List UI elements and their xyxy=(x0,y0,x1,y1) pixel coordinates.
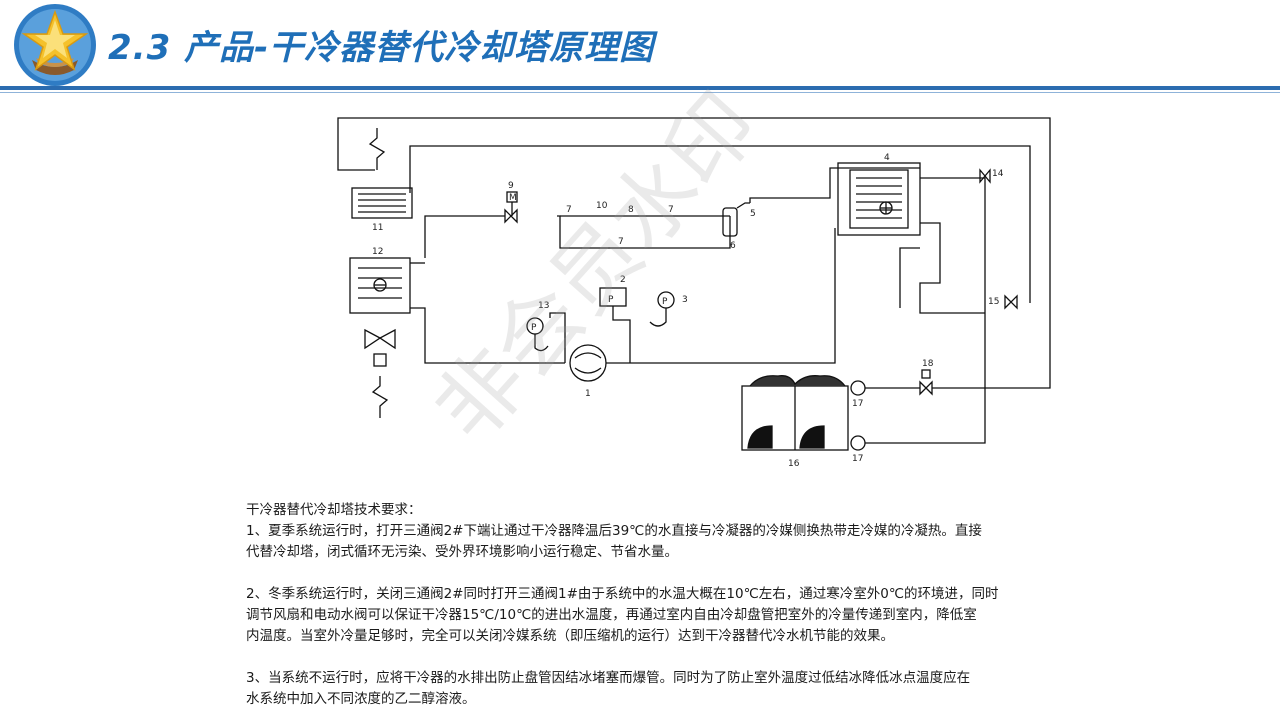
pressure-switch-label: P xyxy=(608,295,614,305)
schematic-diagram: P P P M 1 2 3 4 5 6 7 7 7 8 9 10 11 12 1… xyxy=(337,117,1051,469)
label-18: 18 xyxy=(922,359,934,369)
requirements-heading: 干冷器替代冷却塔技术要求： xyxy=(246,502,422,518)
label-5: 5 xyxy=(750,209,756,219)
star-trophy-icon xyxy=(14,4,96,86)
slide-header: 2.3 产品-干冷器替代冷却塔原理图 xyxy=(0,0,1280,93)
label-13: 13 xyxy=(538,301,549,311)
label-6: 6 xyxy=(730,241,736,251)
label-17a: 17 xyxy=(852,399,863,409)
pressure-gauge-13-label: P xyxy=(531,323,537,333)
requirement-1-line-2: 代替冷却塔，闭式循环无污染、受外界环境影响小运行稳定、节省水量。 xyxy=(246,544,678,560)
requirement-2-line-3: 内温度。当室外冷量足够时，完全可以关闭冷媒系统（即压缩机的运行）达到干冷器替代冷… xyxy=(246,628,894,644)
header-divider xyxy=(0,86,1280,90)
requirement-1-line-1: 1、夏季系统运行时，打开三通阀2#下端让通过干冷器降温后39℃的水直接与冷凝器的… xyxy=(246,523,982,539)
label-10: 10 xyxy=(596,201,608,211)
pressure-gauge-3-label: P xyxy=(662,297,668,307)
requirement-2-line-2: 调节风扇和电动水阀可以保证干冷器15℃/10℃的进出水温度，再通过室内自由冷却盘… xyxy=(246,607,977,623)
label-11: 11 xyxy=(372,223,383,233)
label-14: 14 xyxy=(992,169,1004,179)
solenoid-m-label: M xyxy=(509,193,517,203)
label-8: 8 xyxy=(628,205,634,215)
header-divider-thin xyxy=(0,92,1280,93)
label-15: 15 xyxy=(988,297,999,307)
label-7a: 7 xyxy=(566,205,572,215)
label-12: 12 xyxy=(372,247,383,257)
page-title: 2.3 产品-干冷器替代冷却塔原理图 xyxy=(108,28,655,68)
label-2: 2 xyxy=(620,275,626,285)
requirement-3-line-2: 水系统中加入不同浓度的乙二醇溶液。 xyxy=(246,691,476,707)
technical-requirements: 干冷器替代冷却塔技术要求： 1、夏季系统运行时，打开三通阀2#下端让通过干冷器降… xyxy=(246,500,1096,710)
label-3: 3 xyxy=(682,295,688,305)
label-1: 1 xyxy=(585,389,591,399)
requirement-3-line-1: 3、当系统不运行时，应将干冷器的水排出防止盘管因结冰堵塞而爆管。同时为了防止室外… xyxy=(246,670,971,686)
label-16: 16 xyxy=(788,459,800,469)
label-4: 4 xyxy=(884,153,890,163)
label-17b: 17 xyxy=(852,454,863,464)
label-7c: 7 xyxy=(618,237,624,247)
requirement-2-line-1: 2、冬季系统运行时，关闭三通阀2#同时打开三通阀1#由于系统中的水温大概在10℃… xyxy=(246,586,999,602)
label-9: 9 xyxy=(508,181,514,191)
label-7b: 7 xyxy=(668,205,674,215)
